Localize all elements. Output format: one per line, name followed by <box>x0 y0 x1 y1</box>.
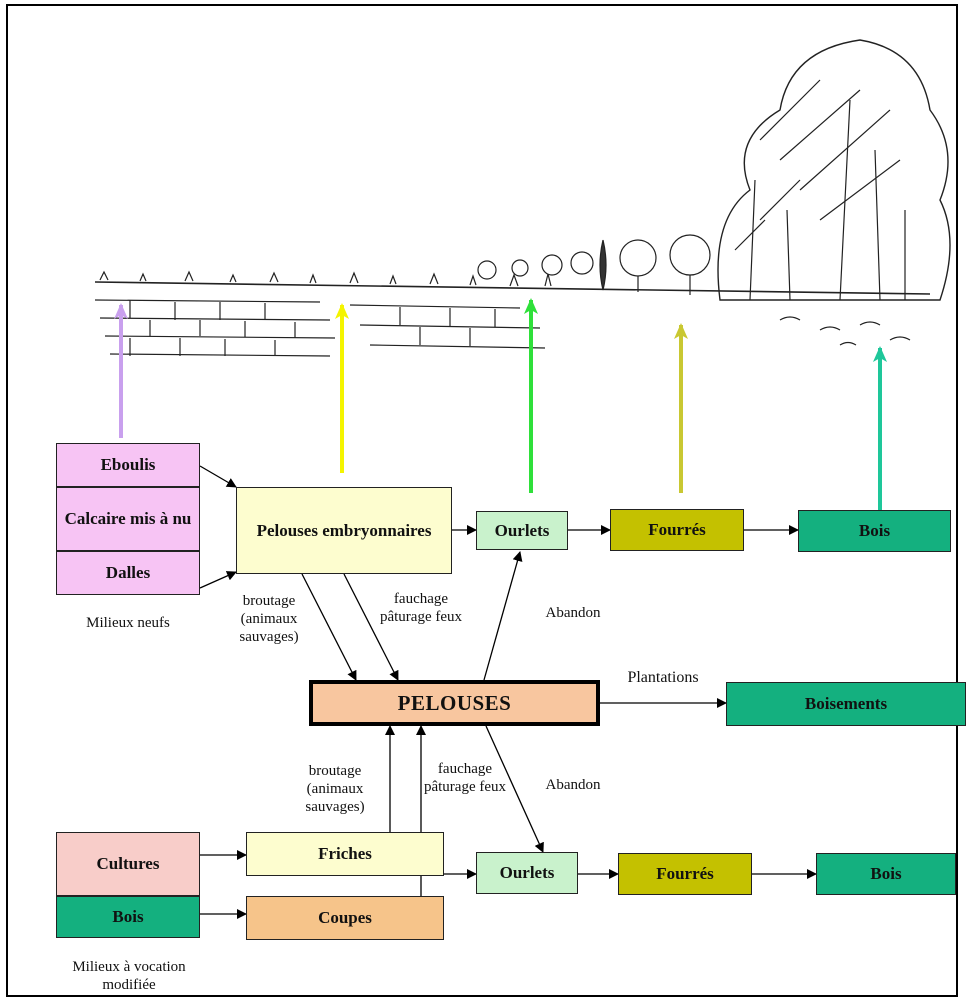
box-cultures: Cultures <box>56 832 200 896</box>
box-fourres-top: Fourrés <box>610 509 744 551</box>
landscape-illustration <box>94 39 951 357</box>
box-coupes: Coupes <box>246 896 444 940</box>
box-dalles: Dalles <box>56 551 200 595</box>
box-calcaire: Calcaire mis à nu <box>56 487 200 551</box>
label-abandon-upper: Abandon <box>545 605 601 621</box>
box-eboulis: Eboulis <box>56 443 200 487</box>
box-fourres-bottom: Fourrés <box>618 853 752 895</box>
box-boisements: Boisements <box>726 682 966 726</box>
diagram-frame <box>6 4 958 997</box>
label-plantations: Plantations <box>627 669 699 686</box>
label-broutage-upper: broutage (animaux sauvages) <box>239 593 299 645</box>
box-bois-modified: Bois <box>56 896 200 938</box>
box-bois-bottom: Bois <box>816 853 956 895</box>
box-ourlets-bottom: Ourlets <box>476 852 578 894</box>
caption-milieux-neufs: Milieux neufs <box>86 615 170 631</box>
box-ourlets-top: Ourlets <box>476 511 568 550</box>
box-bois-top: Bois <box>798 510 951 552</box>
label-abandon-lower: Abandon <box>545 777 601 793</box>
box-pelouses: PELOUSES <box>309 680 600 726</box>
label-fauchage-upper: fauchage pâturage feux <box>379 591 463 625</box>
caption-milieux-vocation: Milieux à vocation modifiée <box>72 959 186 993</box>
box-friches: Friches <box>246 832 444 876</box>
box-pelouses-embryonnaires: Pelouses embryonnaires <box>236 487 452 574</box>
label-fauchage-lower: fauchage pâturage feux <box>423 761 507 795</box>
label-broutage-lower: broutage (animaux sauvages) <box>305 763 365 815</box>
